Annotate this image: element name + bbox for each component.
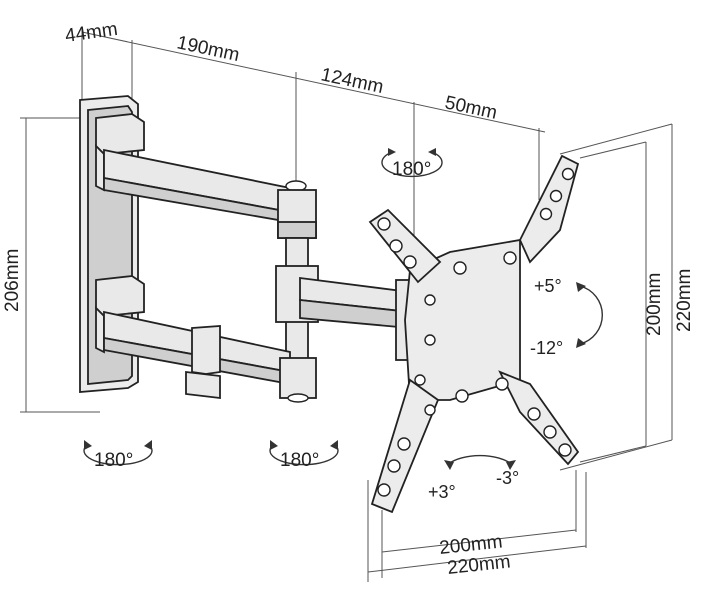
- label-220mm-height: 220mm: [674, 269, 695, 332]
- label-50mm: 50mm: [443, 92, 499, 124]
- label-tilt-down: -12°: [530, 338, 563, 358]
- lower-arm: [103, 310, 317, 403]
- label-rotation-top: 180°: [392, 159, 431, 180]
- label-rotation-wall: 180°: [94, 450, 133, 471]
- label-rotation-middle: 180°: [280, 450, 319, 471]
- label-206mm: 206mm: [2, 249, 23, 312]
- label-124mm: 124mm: [319, 64, 385, 98]
- vesa-plate: [368, 154, 580, 514]
- label-200mm-height: 200mm: [644, 273, 665, 336]
- label-190mm: 190mm: [175, 32, 241, 66]
- label-swivel-right: -3°: [496, 468, 519, 488]
- dimension-lines: [20, 28, 673, 582]
- label-44mm: 44mm: [64, 19, 119, 47]
- rotation-arrows: [83, 148, 604, 470]
- label-tilt-up: +5°: [534, 276, 562, 296]
- label-swivel-left: +3°: [428, 482, 456, 502]
